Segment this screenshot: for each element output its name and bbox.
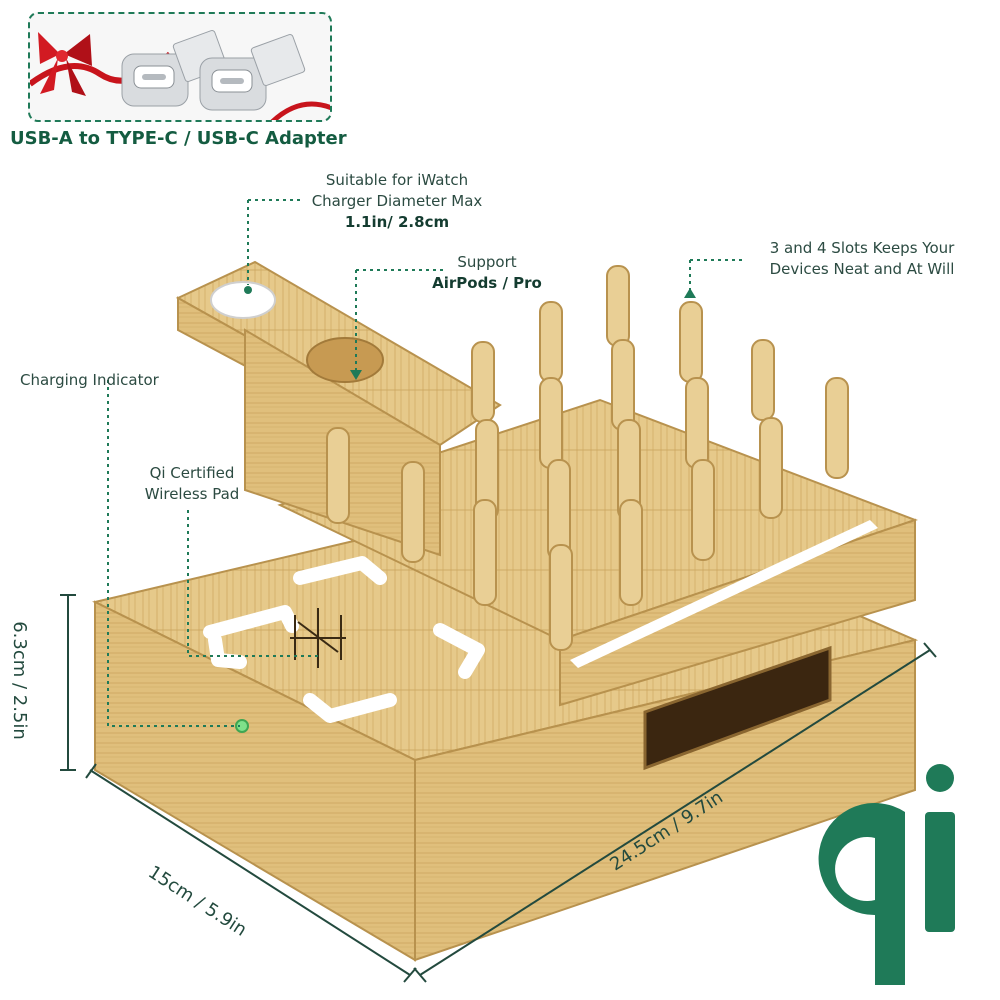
qi-logo-icon [818,764,955,985]
wireless-charging-icon [290,608,346,668]
callout-iwatch-line1: Suitable for iWatch [325,171,469,189]
callout-iwatch-line2: Charger Diameter Max [311,192,483,210]
dimension-height: 6.3cm / 2.5in [8,621,30,740]
dimension-lines [60,594,937,983]
ribbon-bow-icon [38,32,92,96]
peg-group [326,265,849,651]
callout-airpods: Support AirPods / Pro [412,252,562,294]
callout-airpods-line2: AirPods / Pro [432,274,542,292]
callout-slots: 3 and 4 Slots Keeps Your Devices Neat an… [742,238,982,280]
slot-white-strip [570,520,878,668]
usb-adapter-illustration [30,30,330,120]
callout-indicator: Charging Indicator [20,370,159,391]
callout-qi-pad-line1: Qi Certified [149,464,235,482]
callout-qi-pad-line2: Wireless Pad [144,485,240,503]
adapter-caption: USB-A to TYPE-C / USB-C Adapter [10,128,347,149]
callout-slots-line1: 3 and 4 Slots Keeps Your [769,239,955,257]
usb-adapter-icon-right [199,34,306,111]
callout-slots-line2: Devices Neat and At Will [769,260,955,278]
cable-slot [643,645,832,771]
callout-lines [107,199,742,727]
wireless-pad-marks [203,556,485,723]
callout-iwatch-line3: 1.1in/ 2.8cm [344,213,450,231]
charging-indicator-led [235,719,249,733]
callout-airpods-line1: Support [457,253,517,271]
callout-qi-pad: Qi Certified Wireless Pad [130,463,254,505]
callout-indicator-line1: Charging Indicator [20,371,159,389]
airpods-cradle [306,337,384,383]
watch-charger-pad [210,281,276,319]
callout-iwatch: Suitable for iWatch Charger Diameter Max… [292,170,502,233]
adapter-gift-panel [28,12,332,122]
